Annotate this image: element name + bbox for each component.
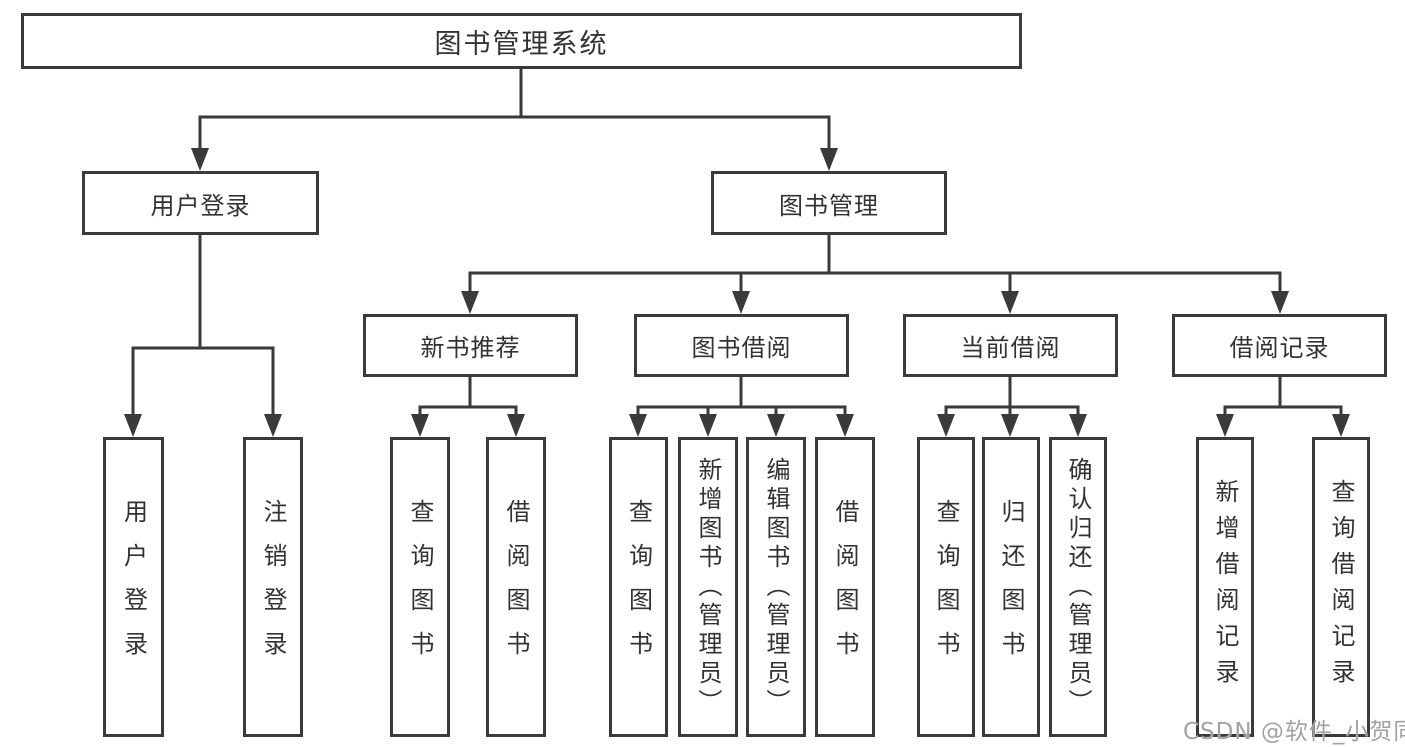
- leaf-query-books-borrow: 查询图书: [609, 437, 668, 737]
- leaf-borrow-books: 借阅图书: [815, 437, 875, 737]
- leaf-query-borrow-record: 查询借阅记录: [1312, 437, 1370, 737]
- node-book-borrow: 图书借阅: [634, 314, 849, 377]
- leaf-query-books-recommend: 查询图书: [390, 437, 450, 737]
- node-current-borrow: 当前借阅: [903, 314, 1118, 377]
- node-library-management-system: 图书管理系统: [21, 13, 1022, 69]
- leaf-return-books: 归还图书: [982, 437, 1040, 737]
- leaf-user-login: 用户登录: [103, 437, 164, 737]
- leaf-logout: 注销登录: [243, 437, 303, 737]
- node-new-book-recommend: 新书推荐: [363, 314, 578, 377]
- leaf-edit-books-admin: 编辑图书（管理员）: [746, 437, 806, 737]
- csdn-watermark: CSDN @软件_小贺同学: [1183, 719, 1405, 745]
- leaf-add-borrow-record: 新增借阅记录: [1196, 437, 1254, 737]
- leaf-add-books-admin: 新增图书（管理员）: [678, 437, 738, 737]
- arrowheads: [124, 148, 1350, 437]
- leaf-confirm-return-admin: 确认归还（管理员）: [1049, 437, 1107, 737]
- node-user-login-branch: 用户登录: [82, 171, 319, 235]
- node-book-management-branch: 图书管理: [711, 171, 947, 235]
- leaf-borrow-books-recommend: 借阅图书: [486, 437, 546, 737]
- node-borrow-record: 借阅记录: [1172, 314, 1387, 377]
- leaf-query-books-current: 查询图书: [917, 437, 975, 737]
